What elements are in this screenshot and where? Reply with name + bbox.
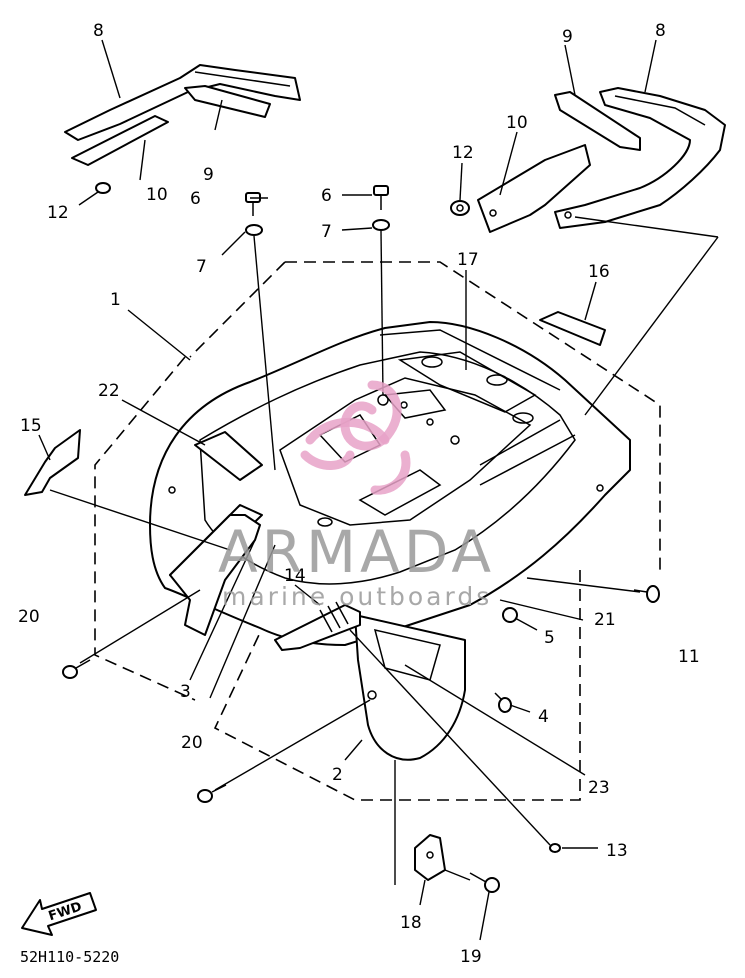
assembly-dashed-outlines: [94, 261, 661, 801]
hose-part-14: [274, 601, 361, 651]
callout-8-left: 8: [93, 21, 104, 41]
diagram-code: 52H110-5220: [20, 948, 119, 966]
forward-direction-arrow: FWD: [21, 892, 97, 936]
watermark-tagline: marine outboards: [222, 582, 492, 611]
callout-16: 16: [588, 262, 610, 282]
watermark-brand: ARMADA: [218, 518, 495, 586]
callout-19: 19: [460, 947, 482, 967]
callout-5: 5: [544, 628, 555, 648]
callout-3: 3: [180, 682, 191, 702]
callout-9-left: 9: [203, 165, 214, 185]
callout-12-left: 12: [47, 203, 69, 223]
callout-12-right: 12: [452, 143, 474, 163]
bolts-and-washers: [245, 185, 390, 471]
leader-lines: [38, 39, 719, 941]
bracket-assembly-left: [64, 64, 301, 194]
callout-18: 18: [400, 913, 422, 933]
callout-numbers: 8 9 10 12 6 7 6 7 1 9 8 10 12 17 16 22 1…: [18, 21, 700, 967]
callout-2: 2: [332, 765, 343, 785]
armada-logo-icon: [300, 380, 411, 495]
fasteners: [62, 585, 660, 893]
callout-13: 13: [606, 841, 628, 861]
callout-7-right: 7: [321, 222, 332, 242]
armada-watermark: ARMADA marine outboards: [218, 380, 495, 611]
callout-10-left: 10: [146, 185, 168, 205]
front-panel-part-3: [169, 514, 261, 636]
callout-17: 17: [457, 250, 479, 270]
label-plate-part-16: [539, 311, 606, 346]
callout-1: 1: [110, 290, 121, 310]
callout-21: 21: [594, 610, 616, 630]
lower-extension-part-2: [354, 614, 466, 761]
bracket-assembly-right: [450, 87, 726, 233]
callout-10-right: 10: [506, 113, 528, 133]
callout-6-left: 6: [190, 189, 201, 209]
callout-9-right: 9: [562, 27, 573, 47]
callout-15: 15: [20, 416, 42, 436]
callout-20-left: 20: [18, 607, 40, 627]
callout-11: 11: [678, 647, 700, 667]
callout-8-right: 8: [655, 21, 666, 41]
callout-23: 23: [588, 778, 610, 798]
callout-6-right: 6: [321, 186, 332, 206]
callout-20-bottom: 20: [181, 733, 203, 753]
callout-7-left: 7: [196, 257, 207, 277]
callout-14: 14: [284, 566, 306, 586]
callout-22: 22: [98, 381, 120, 401]
gasket-part-15: [24, 429, 81, 496]
callout-4: 4: [538, 707, 549, 727]
